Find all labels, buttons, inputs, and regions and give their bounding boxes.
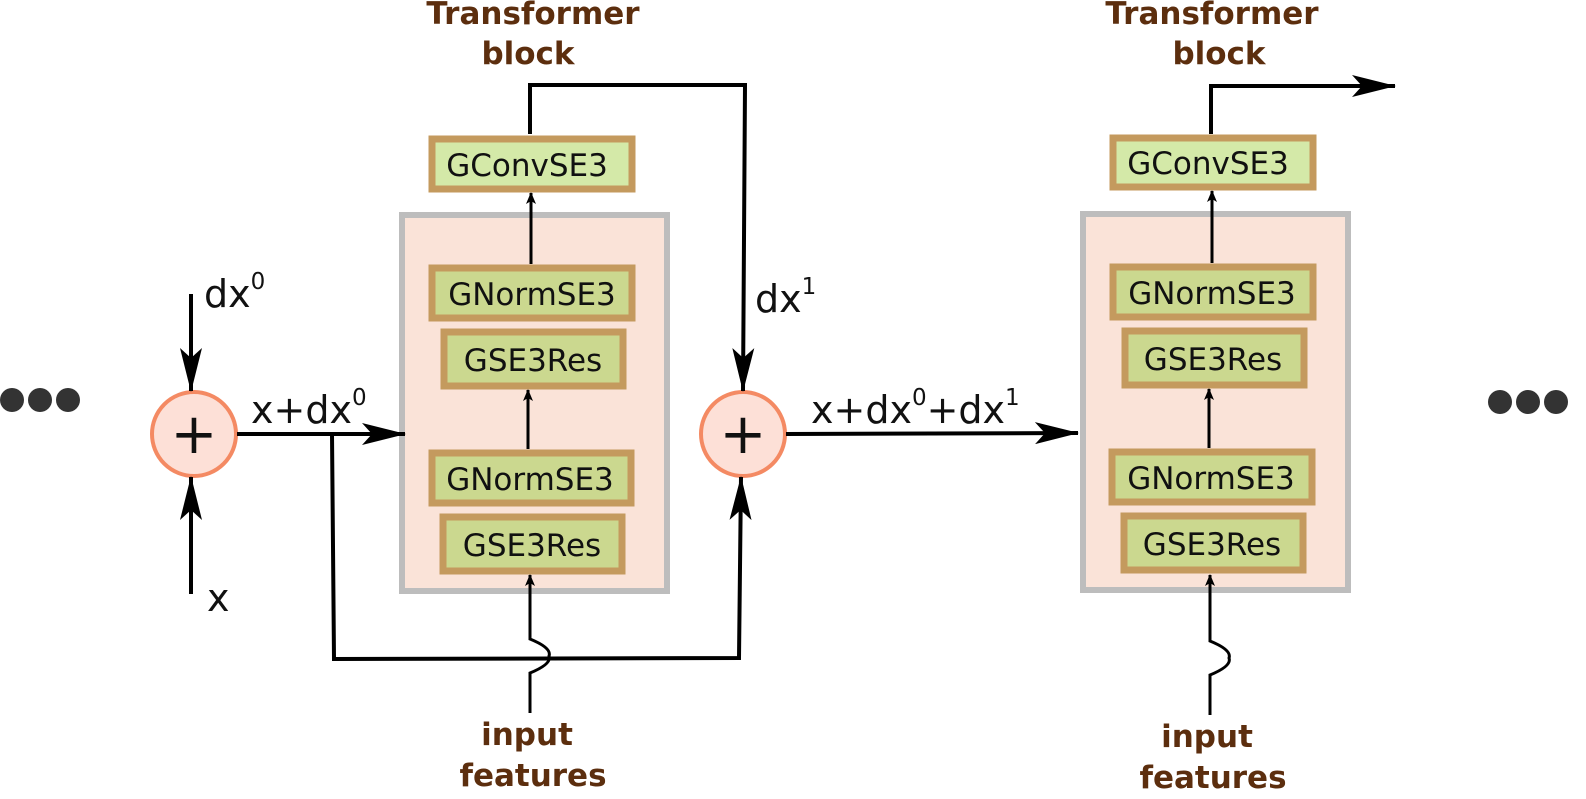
gnormse3-module <box>1108 448 1316 506</box>
gnormse3-label: GNormSE3 <box>1128 276 1296 312</box>
sum2-arrow <box>785 422 1079 445</box>
input-label-line2: features <box>1139 760 1286 796</box>
adder-symbol: + <box>720 402 767 467</box>
dx1-arrow <box>528 83 755 392</box>
input-features-arrow <box>1205 574 1231 715</box>
gnormse3-label: GNormSE3 <box>446 462 614 498</box>
input-label-line2: features <box>459 758 606 794</box>
input-label-line1: input <box>481 717 573 753</box>
dx1-label: dx1 <box>755 274 816 321</box>
block-title-line2: block <box>1172 36 1266 72</box>
adder-2: + <box>699 390 787 478</box>
block-title-line1: Transformer <box>426 0 640 32</box>
gnormse3-label: GNormSE3 <box>1127 461 1295 497</box>
ellipsis-left-icon <box>0 388 80 412</box>
gconvse3-module <box>428 135 636 193</box>
ellipsis-right-icon <box>1488 390 1568 414</box>
skip-connection-arrow <box>330 433 752 662</box>
input-label-line1: input <box>1161 719 1253 755</box>
block-title-line2: block <box>481 36 575 72</box>
transformer-block-2: Transformer block GConvSE3 GNormSE3 GSE3… <box>1080 0 1396 796</box>
x-label: x <box>207 576 230 620</box>
gse3res-module <box>1120 512 1307 574</box>
gse3res-label: GSE3Res <box>463 528 601 564</box>
transformer-block-1: Transformer block GConvSE3 GNormSE3 GSE3… <box>399 0 670 794</box>
plus-circle-icon <box>699 390 787 478</box>
sum2-label: x+dx0+dx1 <box>811 385 1020 432</box>
gconvse3-label: GConvSE3 <box>446 148 608 184</box>
output-arrow <box>1209 75 1396 134</box>
gse3res-module <box>440 328 627 390</box>
adder-symbol: + <box>171 402 218 467</box>
gse3res-module <box>439 513 626 575</box>
gse3res-label: GSE3Res <box>1144 342 1282 378</box>
gconvse3-label: GConvSE3 <box>1127 146 1289 182</box>
gconvse3-module <box>1109 134 1317 191</box>
gnormse3-module <box>428 449 635 507</box>
sum1-label: x+dx0 <box>251 385 367 432</box>
gnormse3-module <box>428 264 636 322</box>
gse3res-label: GSE3Res <box>1143 527 1281 563</box>
gse3res-label: GSE3Res <box>464 343 602 379</box>
input-features-arrow <box>525 574 551 713</box>
gse3res-module <box>1121 327 1308 389</box>
block-title-line1: Transformer <box>1105 0 1319 32</box>
dx0-label: dx0 <box>204 269 265 316</box>
adder-1: + <box>150 390 238 478</box>
gnormse3-label: GNormSE3 <box>448 277 616 313</box>
gnormse3-module <box>1109 263 1317 321</box>
